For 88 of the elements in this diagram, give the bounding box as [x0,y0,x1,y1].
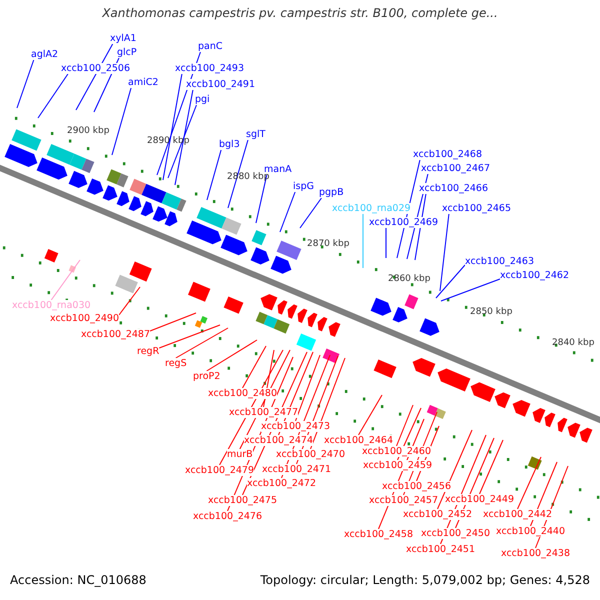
gene-label: xccb100_2470 [276,449,345,460]
gene-label: xccb100_2464 [324,435,393,446]
leader-line [300,198,322,228]
scale-label: 2840 kbp [552,338,594,349]
gene-label: xccb100_2467 [421,163,490,174]
gene-label: xccb100_2452 [403,509,472,520]
gene-label: xccb100_2459 [363,460,432,471]
gene-label: regS [165,358,187,369]
gene-label: xccb100_2474 [244,435,313,446]
gene-label: xccb100_2462 [500,270,569,281]
gene-label: bgl3 [219,139,240,150]
gene-label: xccb100_2465 [442,203,511,214]
leader-line [256,174,268,224]
gene-label: xccb100_2490 [50,313,119,324]
gene-label: xccb100_2456 [382,481,451,492]
leader-line [118,286,140,316]
gene-label: sglT [246,129,266,140]
gene-label: xccb100_2479 [185,465,254,476]
gene-label: xccb100_2449 [445,494,514,505]
gene-label: xccb100_2458 [344,529,413,540]
gene-label: xccb100_2440 [496,526,565,537]
leader-line [38,74,68,118]
title: Xanthomonas campestris pv. campestris str. B100, complete ge... [101,8,499,19]
scale-label: 2870 kbp [307,239,350,250]
gene-label: proP2 [193,371,220,382]
leader-line [358,394,382,436]
gene-label: xccb100_2442 [483,509,552,520]
gene-label: glcP [117,47,137,58]
scale-label: 2850 kbp [470,307,512,318]
leader-line [437,430,472,510]
gene-label: xccb100_rna030 [12,300,91,311]
gene-label: xccb100_2506 [61,63,130,74]
leader-line [158,324,220,348]
footer-text: Accession: NC_010688 [10,575,146,586]
leader-line [206,340,258,372]
leader-line [479,440,504,494]
gene-label: xccb100_2469 [369,217,438,228]
gene-label: xccb100_2466 [419,183,488,194]
leader-line [436,264,466,298]
leader-line [242,346,266,388]
gene-label: xccb100_2468 [413,149,482,160]
gene-label: xccb100_2457 [369,495,438,506]
leader-line [206,150,222,200]
gene-label: pgi [195,94,210,105]
gene-label: xccb100_2475 [208,495,277,506]
gene-label: regR [137,346,160,357]
gene-label: manA [264,164,292,175]
leader-line [112,88,132,156]
gene-label: pgpB [319,187,344,198]
footer-text: Topology: circular; Length: 5,079,002 bp; Genes: 4,528 [260,575,590,586]
gene-label: xccb100_2487 [81,329,150,340]
leader-line [440,214,450,292]
leader-line [162,74,182,180]
leader-line [16,60,34,108]
gene-label: murB [227,449,253,460]
leader-line [440,278,500,302]
leader-line [280,192,296,232]
leader-line [396,404,414,446]
gene-label: aglA2 [31,49,58,60]
gene-label: xccb100_rna029 [332,203,411,214]
gene-label: xccb100_2451 [406,544,475,555]
gene-label: xccb100_2477 [229,407,298,418]
leader-line [50,260,80,300]
gene-label: xccb100_2472 [247,478,316,489]
gene-label: xccb100_2480 [208,388,277,399]
gene-label: xccb100_2463 [465,256,534,267]
leader-line [228,140,248,208]
gene-label: ispG [293,181,314,192]
leader-line [310,358,346,450]
gene-label: panC [198,41,223,52]
leader-line [295,354,320,422]
scale-label: 2900 kbp [67,126,110,137]
leader-line [517,456,542,510]
gene-label: xccb100_2438 [501,548,570,559]
gene-label: xccb100_2471 [262,464,331,475]
gene-label: xccb100_2473 [261,421,330,432]
leader-line [362,214,364,268]
leader-line [150,312,196,332]
leader-line [175,328,228,358]
scale-label: 2860 kbp [388,274,430,285]
gene-label: xylA1 [110,33,136,44]
gene-label: amiC2 [128,77,158,88]
gene-label: xccb100_2493 [175,63,244,74]
gene-label: xccb100_2450 [421,528,490,539]
gene-label: xccb100_2476 [193,511,262,522]
leader-line [174,90,194,186]
gene-label: xccb100_2491 [186,79,255,90]
gene-label: xccb100_2460 [362,446,431,457]
